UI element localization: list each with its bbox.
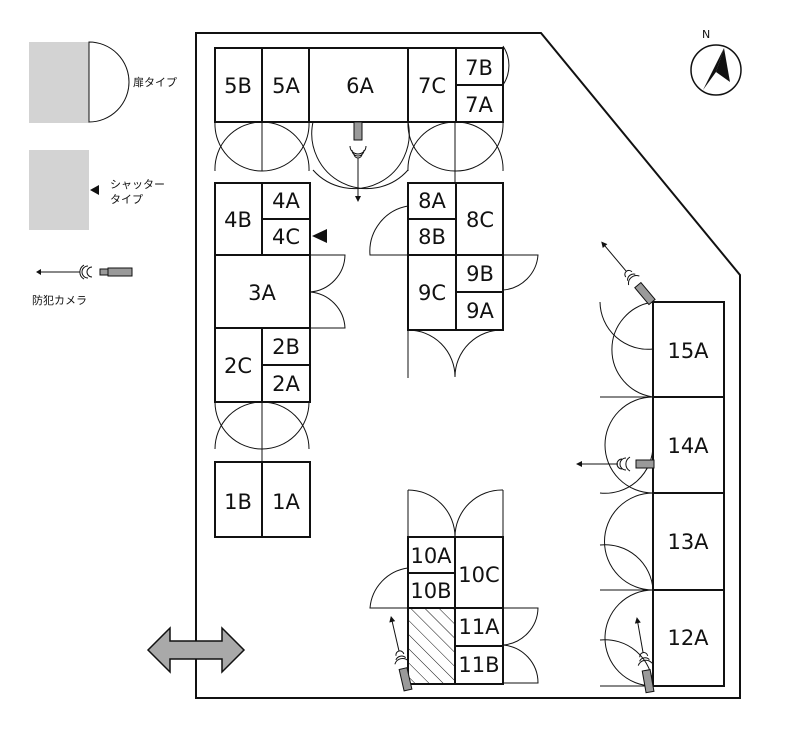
unit-5B[interactable]: 5B xyxy=(214,47,263,123)
unit-2C[interactable]: 2C xyxy=(214,327,263,403)
unit-12A[interactable]: 12A xyxy=(652,589,725,687)
camera-icon xyxy=(389,615,413,692)
unit-14A[interactable]: 14A xyxy=(652,396,725,494)
unit-label: 9B xyxy=(466,262,494,286)
unit-label: 7C xyxy=(418,74,446,98)
unit-3A[interactable]: 3A xyxy=(214,254,311,329)
unit-9B[interactable]: 9B xyxy=(455,254,504,293)
compass-north-label: N xyxy=(702,28,710,41)
unit-label: 8A xyxy=(418,189,446,213)
unit-label: 7A xyxy=(465,93,493,117)
unit-10B[interactable]: 10B xyxy=(407,572,456,609)
unit-2B[interactable]: 2B xyxy=(261,327,311,366)
unit-7A[interactable]: 7A xyxy=(455,84,504,123)
unit-label: 4A xyxy=(272,189,300,213)
unit-4B[interactable]: 4B xyxy=(214,182,263,256)
unit-label: 11A xyxy=(458,615,500,639)
legend-camera-label: 防犯カメラ xyxy=(32,293,87,307)
unit-9C[interactable]: 9C xyxy=(407,254,457,331)
unit-label: 7B xyxy=(465,56,493,80)
unit-1A[interactable]: 1A xyxy=(261,461,311,538)
camera-icon xyxy=(349,121,367,202)
unit-4C[interactable]: 4C xyxy=(261,218,311,256)
unit-4A[interactable]: 4A xyxy=(261,182,311,220)
unit-11B[interactable]: 11B xyxy=(454,645,504,685)
unit-6A[interactable]: 6A xyxy=(308,47,409,123)
unit-15A[interactable]: 15A xyxy=(652,301,725,398)
unit-label: 13A xyxy=(667,530,709,554)
unit-label: 3A xyxy=(248,281,276,305)
legend-door-type-label: 扉タイプ xyxy=(133,76,177,89)
camera-icon xyxy=(601,241,656,306)
unit-label: 5A xyxy=(272,74,300,98)
camera-icon xyxy=(576,456,655,472)
unit-label: 10B xyxy=(410,579,451,603)
unit-label: 1A xyxy=(272,490,300,514)
unit-label: 1B xyxy=(224,490,252,514)
unit-label: 14A xyxy=(667,434,709,458)
unit-8B[interactable]: 8B xyxy=(407,218,457,256)
legend-shutter-type-line2: タイプ xyxy=(110,193,143,206)
unit-5A[interactable]: 5A xyxy=(261,47,310,123)
unit-1B[interactable]: 1B xyxy=(214,461,263,538)
legend-door-arc-bottom xyxy=(88,81,130,123)
reserved-hatched-area xyxy=(407,607,456,685)
unit-label: 9C xyxy=(418,281,446,305)
unit-label: 15A xyxy=(667,339,709,363)
unit-label: 9A xyxy=(466,299,494,323)
entrance-double-arrow-icon xyxy=(146,626,246,674)
storage-units: 5B 5A 6A 7C 7B 7A 4B 4A xyxy=(214,47,725,687)
unit-label: 2A xyxy=(272,372,300,396)
unit-label: 5B xyxy=(224,74,252,98)
shutter-marker-icon xyxy=(312,229,327,243)
legend-shutter-type-line1: シャッター xyxy=(110,178,165,191)
unit-8A[interactable]: 8A xyxy=(407,182,457,220)
legend-shutter-unit xyxy=(29,150,89,230)
unit-8C[interactable]: 8C xyxy=(455,182,504,256)
unit-label: 10C xyxy=(458,563,499,587)
unit-label: 12A xyxy=(667,626,709,650)
site-outline xyxy=(195,32,741,699)
camera-icon xyxy=(634,617,655,694)
unit-label: 8B xyxy=(418,225,446,249)
unit-label: 6A xyxy=(346,74,374,98)
unit-13A[interactable]: 13A xyxy=(652,492,725,591)
unit-10C[interactable]: 10C xyxy=(454,536,504,609)
unit-label: 4B xyxy=(224,208,252,232)
unit-label: 2C xyxy=(224,354,252,378)
unit-label: 10A xyxy=(410,544,452,568)
legend-camera-icon xyxy=(36,264,133,280)
unit-label: 11B xyxy=(458,653,499,677)
unit-label: 2B xyxy=(272,335,300,359)
unit-9A[interactable]: 9A xyxy=(455,291,504,331)
compass-icon: N xyxy=(690,28,742,96)
unit-11A[interactable]: 11A xyxy=(454,607,504,647)
unit-label: 4C xyxy=(272,225,300,249)
unit-10A[interactable]: 10A xyxy=(407,536,456,574)
unit-7B[interactable]: 7B xyxy=(455,47,504,86)
security-cameras xyxy=(349,121,656,694)
shutter-marker-icon xyxy=(90,185,99,195)
unit-label: 8C xyxy=(466,208,494,232)
unit-7C[interactable]: 7C xyxy=(407,47,457,123)
unit-2A[interactable]: 2A xyxy=(261,364,311,403)
legend: 扉タイプ シャッター タイプ 防犯カメラ xyxy=(29,41,177,307)
legend-door-arc-top xyxy=(88,41,130,83)
legend-door-unit xyxy=(29,42,89,123)
